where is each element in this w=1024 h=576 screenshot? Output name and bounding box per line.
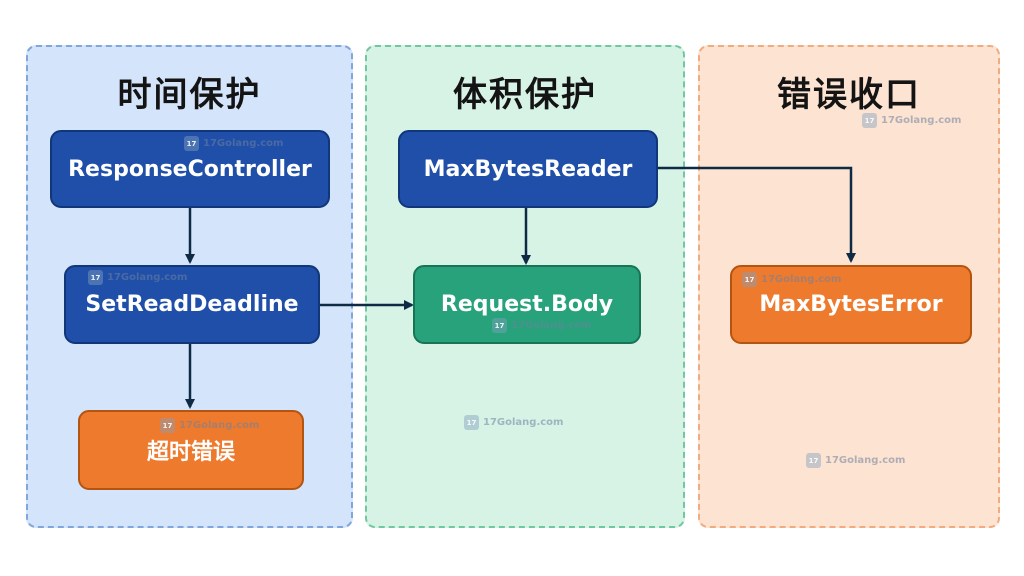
panel-title-size: 体积保护 <box>453 75 597 115</box>
node-timeout-error: 超时错误 <box>78 410 304 490</box>
panel-title-error: 错误收口 <box>777 75 921 115</box>
node-responsecontroller: ResponseController <box>50 130 330 208</box>
edge-maxbytesreader-to-maxbyteserror <box>658 166 856 263</box>
node-setreaddeadline: SetReadDeadline <box>64 265 320 344</box>
node-maxbyteserror: MaxBytesError <box>730 265 972 344</box>
node-request-body: Request.Body <box>413 265 641 344</box>
panel-title-time: 时间保护 <box>117 75 262 115</box>
node-maxbytesreader: MaxBytesReader <box>398 130 658 208</box>
